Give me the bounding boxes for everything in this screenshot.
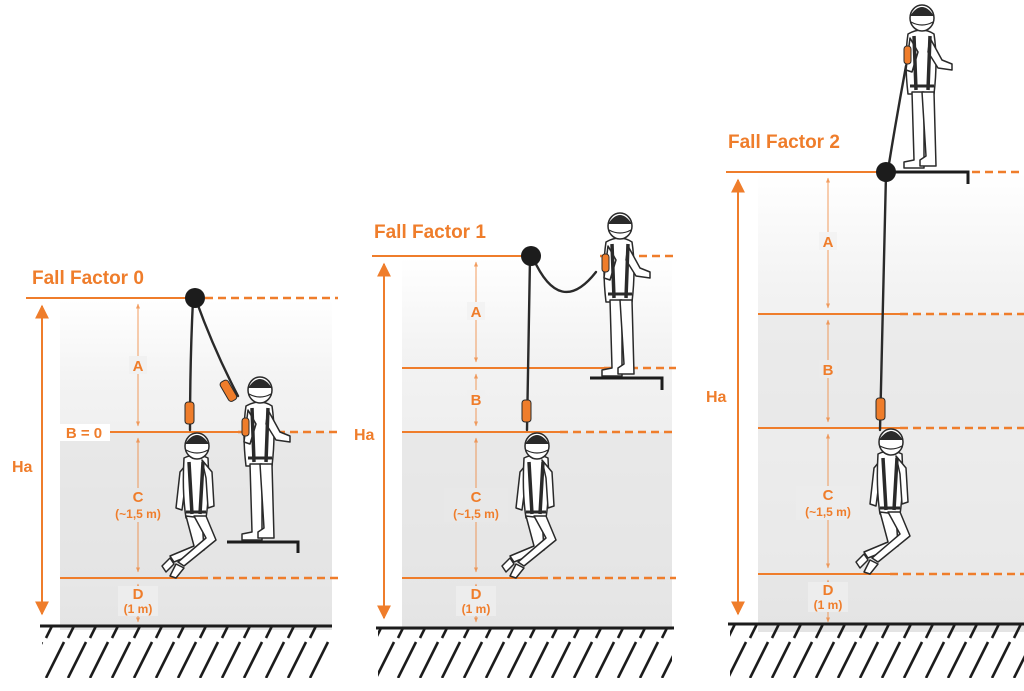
energy-absorber: [184, 401, 195, 425]
ground-hatch: [730, 624, 1024, 678]
ha-label: Ha: [706, 389, 727, 406]
panel-title: Fall Factor 0: [32, 268, 144, 289]
d-sub-label: (1 m): [462, 602, 491, 616]
a-label: A: [471, 304, 482, 321]
anchor-point: [185, 288, 205, 308]
c-label: C: [133, 489, 144, 506]
c-label-bg: [444, 488, 508, 522]
b-label: B: [823, 362, 834, 379]
panel-fall-factor-2: Fall Factor 2 Ha A B C (~1,5 m) D (1 m): [706, 3, 1024, 678]
panel-fall-factor-1: Fall Factor 1 Ha A B C (~1,5 m) D (1 m): [354, 211, 676, 678]
lanyard-falling: [878, 172, 888, 432]
b-label-bg: [467, 390, 485, 408]
ha-label: Ha: [12, 459, 33, 476]
b-label: B: [471, 392, 482, 409]
d-label: D: [823, 582, 834, 599]
ha-label: Ha: [354, 427, 375, 444]
c-label: C: [471, 489, 482, 506]
d-sub-label: (1 m): [814, 598, 843, 612]
energy-absorber: [521, 399, 532, 423]
b-label-bg: [819, 360, 837, 378]
ledge: [886, 170, 970, 184]
b-label-bg: [58, 424, 110, 441]
ground-hatch: [378, 628, 672, 678]
d-sub-label: (1 m): [124, 602, 153, 616]
background-zone-mid: [758, 314, 1024, 428]
anchor-point: [521, 246, 541, 266]
c-label-bg: [106, 488, 168, 522]
d-label-bg: [118, 586, 158, 616]
c-label-bg: [796, 486, 860, 520]
a-label-bg: [819, 232, 837, 250]
lanyard-standing: [194, 298, 240, 398]
panel-title: Fall Factor 1: [374, 222, 486, 243]
a-label-bg: [129, 356, 147, 374]
a-label: A: [823, 234, 834, 251]
ground-hatch: [42, 626, 330, 678]
d-label-bg: [808, 582, 848, 612]
lanyard-standing: [886, 64, 908, 172]
d-label-bg: [456, 586, 496, 616]
c-sub-label: (~1,5 m): [115, 507, 161, 521]
c-sub-label: (~1,5 m): [805, 505, 851, 519]
energy-absorber: [875, 397, 886, 421]
b-label: B = 0: [66, 425, 102, 442]
panel-fall-factor-0: Fall Factor 0 Ha A B = 0 C (~1,5 m) D (1…: [12, 268, 338, 678]
energy-absorber-2: [219, 379, 238, 402]
ledge: [590, 376, 664, 390]
panel-title: Fall Factor 2: [728, 132, 840, 153]
standing-worker: [902, 3, 954, 170]
lanyard-standing: [531, 256, 598, 294]
c-sub-label: (~1,5 m): [453, 507, 499, 521]
a-label-bg: [467, 302, 485, 320]
ledge: [227, 540, 300, 553]
d-label: D: [133, 586, 144, 603]
c-label: C: [823, 487, 834, 504]
d-label: D: [471, 586, 482, 603]
a-label: A: [133, 358, 144, 375]
anchor-point: [876, 162, 896, 182]
